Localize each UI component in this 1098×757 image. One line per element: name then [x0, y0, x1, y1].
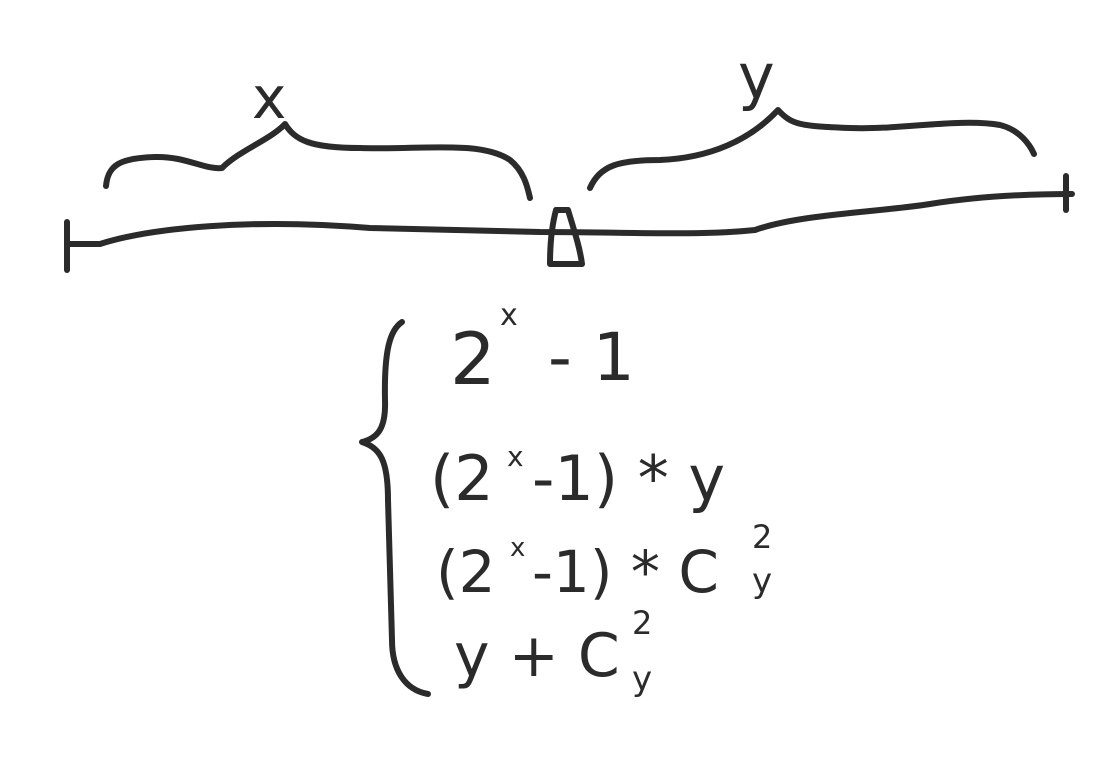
brace-x: [103, 121, 533, 201]
case-3-superscript: 2: [752, 518, 772, 556]
case-1-base: 2: [450, 317, 496, 401]
label-x: x: [252, 64, 286, 132]
brace-y: [587, 107, 1037, 191]
case-4-base: y + C: [454, 621, 620, 691]
case-2: (2 x -1) * y: [430, 440, 725, 515]
case-4-superscript: 2: [632, 604, 652, 642]
case-2-base: (2: [430, 442, 494, 515]
label-y: y: [738, 40, 775, 113]
case-3-rest: -1) * C: [532, 538, 719, 606]
case-2-rest: -1) * y: [532, 442, 725, 515]
case-2-exponent: x: [507, 440, 524, 473]
case-4-subscript: y: [632, 659, 652, 699]
cases-brace: [359, 319, 431, 697]
case-3: (2 x -1) * C 2 y: [436, 518, 772, 606]
case-3-subscript: y: [752, 561, 772, 601]
number-line: [65, 191, 1075, 247]
case-3-exponent: x: [510, 533, 525, 563]
case-1: 2 x - 1: [450, 298, 635, 401]
case-4: y + C 2 y: [454, 604, 652, 699]
case-1-rest: - 1: [548, 319, 635, 396]
split-point-marker: [547, 207, 585, 267]
case-1-exponent: x: [500, 298, 518, 333]
case-3-base: (2: [436, 538, 496, 606]
